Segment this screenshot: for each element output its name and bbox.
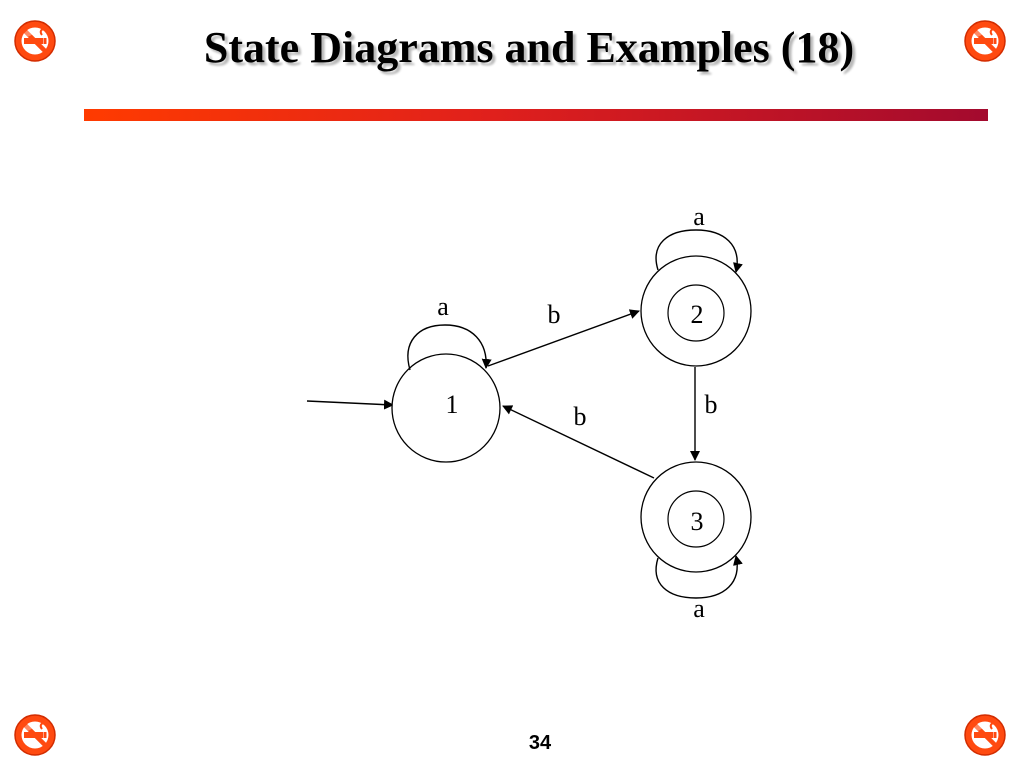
state-circle xyxy=(640,255,752,367)
state-label: 1 xyxy=(446,390,459,419)
state-label: 3 xyxy=(691,507,704,536)
state-3: 3 xyxy=(640,461,752,573)
initial-arrow xyxy=(306,399,394,410)
accepting-ring xyxy=(667,490,725,548)
transition-label: b xyxy=(548,300,561,329)
no-smoking-icon xyxy=(962,18,1008,64)
transition-3-3: a xyxy=(655,555,743,623)
state-1: 1 xyxy=(391,353,501,463)
transition-label: b xyxy=(574,402,587,431)
no-smoking-icon xyxy=(12,712,58,758)
transition-label: a xyxy=(693,202,705,231)
transition-label: a xyxy=(437,292,449,321)
transition-arrow xyxy=(655,229,743,273)
state-2: 2 xyxy=(640,255,752,367)
no-smoking-icon xyxy=(962,712,1008,758)
transition-1-1: a xyxy=(407,292,492,371)
page-number: 34 xyxy=(528,732,552,754)
state-circle xyxy=(391,353,501,463)
transition-arrow xyxy=(502,405,655,479)
transition-1-2: b xyxy=(487,300,640,367)
accepting-ring xyxy=(667,284,725,342)
no-smoking-icon xyxy=(12,18,58,64)
transition-arrow xyxy=(487,309,640,367)
transition-3-1: b xyxy=(502,402,655,479)
transition-arrow xyxy=(407,324,492,371)
transition-arrow xyxy=(655,555,743,599)
title-divider xyxy=(84,109,988,121)
state-circle xyxy=(640,461,752,573)
transition-label: a xyxy=(693,594,705,623)
slide-title: State Diagrams and Examples (18) xyxy=(203,23,855,72)
transition-label: b xyxy=(705,390,718,419)
state-label: 2 xyxy=(691,300,704,329)
transition-2-3: b xyxy=(690,367,718,461)
transition-2-2: a xyxy=(655,202,743,273)
